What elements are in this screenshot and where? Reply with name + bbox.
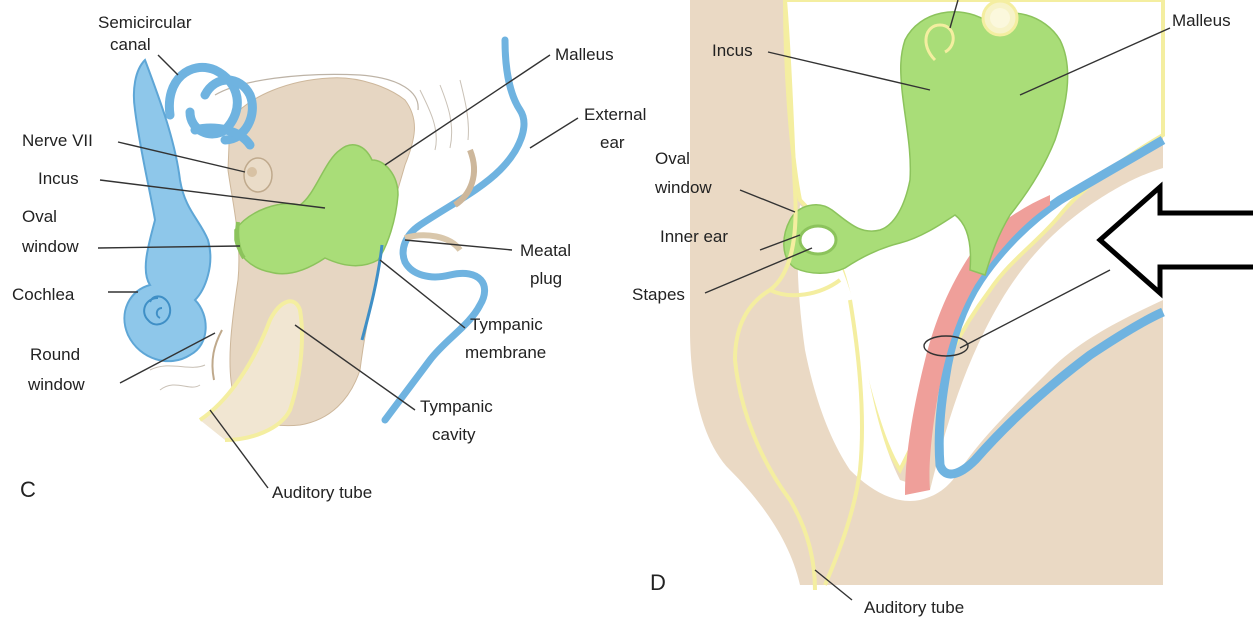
label-tympanic-membrane: Tympanic xyxy=(470,315,543,334)
label-external-ear: External xyxy=(584,105,646,124)
label-malleus-c: Malleus xyxy=(555,45,614,64)
label-incus-c: Incus xyxy=(38,169,79,188)
label-oval-window-d: Oval xyxy=(655,149,690,168)
label-nerve-vii: Nerve VII xyxy=(22,131,93,150)
label-oval-window-c: Oval xyxy=(22,207,57,226)
label-semicircular-canal: Semicircular xyxy=(98,13,192,32)
label-tympanic-cavity: Tympanic xyxy=(420,397,493,416)
panel-d: Incus Malleus Oval window Inner ear Stap… xyxy=(632,0,1231,617)
external-ear-canal xyxy=(385,40,524,420)
label-incus-d: Incus xyxy=(712,41,753,60)
label-round-window: Round xyxy=(30,345,80,364)
label-auditory-tube-d: Auditory tube xyxy=(864,598,964,617)
label-oval-window-d-2: window xyxy=(654,178,712,197)
panel-d-letter: D xyxy=(650,570,666,595)
label-tympanic-cavity-2: cavity xyxy=(432,425,476,444)
label-auditory-tube-c: Auditory tube xyxy=(272,483,372,502)
label-inner-ear: Inner ear xyxy=(660,227,728,246)
label-meatal-plug: Meatal xyxy=(520,241,571,260)
panel-c: Semicircular canal Nerve VII Incus Oval … xyxy=(12,13,646,502)
semicircular-canal xyxy=(169,67,252,145)
panel-c-letter: C xyxy=(20,477,36,502)
stapes-ring xyxy=(800,226,836,254)
label-malleus-d: Malleus xyxy=(1172,11,1231,30)
label-external-ear-2: ear xyxy=(600,133,625,152)
label-tympanic-membrane-2: membrane xyxy=(465,343,546,362)
label-meatal-plug-2: plug xyxy=(530,269,562,288)
label-semicircular-canal-2: canal xyxy=(110,35,151,54)
label-cochlea: Cochlea xyxy=(12,285,75,304)
label-oval-window-c-2: window xyxy=(21,237,79,256)
label-round-window-2: window xyxy=(27,375,85,394)
label-stapes: Stapes xyxy=(632,285,685,304)
